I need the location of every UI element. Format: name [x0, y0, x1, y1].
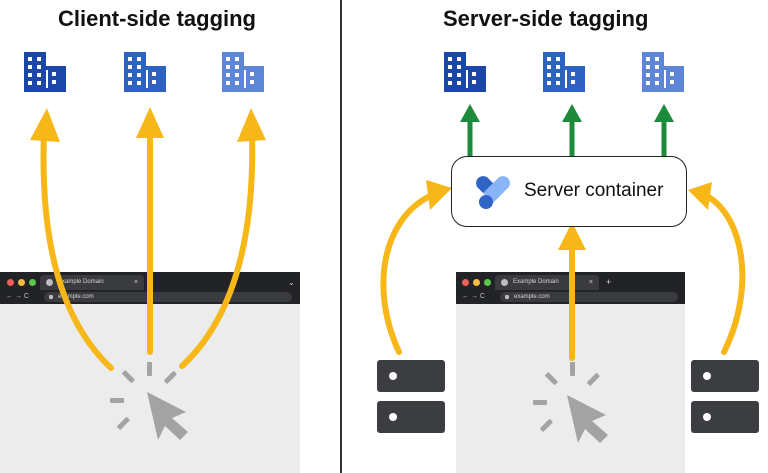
arrowhead-icon — [237, 108, 266, 142]
server-side-title: Server-side tagging — [443, 6, 649, 31]
arrowhead-icon — [136, 107, 164, 138]
cursor-click-icon — [533, 362, 608, 443]
tab-close-icon: × — [133, 279, 138, 286]
address-bar: example.com — [500, 292, 678, 302]
minimize-dot-icon — [473, 279, 480, 286]
arrowhead-icon — [562, 104, 582, 122]
server-container-label: Server container — [524, 180, 664, 201]
browser-tab: Example Domain × — [40, 275, 144, 290]
maximize-dot-icon — [484, 279, 491, 286]
arrowhead-icon — [558, 222, 586, 250]
nav-buttons: ← → C — [6, 293, 29, 300]
arrowhead-icon — [688, 182, 712, 210]
client-side-title: Client-side tagging — [58, 6, 256, 31]
tag-manager-logo-icon — [476, 176, 510, 209]
server-rack-icon — [377, 401, 445, 433]
building-icon — [222, 52, 264, 92]
url-text: example.com — [514, 294, 550, 300]
arrowhead-icon — [426, 180, 452, 210]
building-icon — [124, 52, 166, 92]
lock-icon — [49, 295, 53, 299]
arrowhead-icon — [30, 108, 60, 142]
building-icon — [642, 52, 684, 92]
tab-close-icon: × — [588, 279, 593, 286]
tab-label: Example Domain — [58, 279, 104, 285]
nav-buttons: ← → C — [462, 293, 485, 300]
globe-icon — [501, 279, 508, 286]
server-led — [389, 413, 397, 421]
arrowhead-icon — [654, 104, 674, 122]
maximize-dot-icon — [29, 279, 36, 286]
close-dot-icon — [7, 279, 14, 286]
cursor-click-icon — [110, 362, 188, 440]
server-led — [703, 372, 711, 380]
tab-label: Example Domain — [513, 279, 559, 285]
yellow-arrow — [704, 193, 746, 355]
arrowhead-icon — [460, 104, 480, 122]
address-bar: example.com — [44, 292, 292, 302]
building-icon — [24, 52, 66, 92]
building-icon — [444, 52, 486, 92]
server-rack-icon — [691, 360, 759, 392]
yellow-arrow — [40, 129, 114, 371]
server-led — [389, 372, 397, 380]
building-icon — [543, 52, 585, 92]
tab-menu-icon: ⌄ — [288, 278, 295, 287]
yellow-arrow — [380, 193, 433, 355]
panel-divider — [340, 0, 342, 473]
server-rack-icon — [377, 360, 445, 392]
url-text: example.com — [58, 294, 94, 300]
globe-icon — [46, 279, 53, 286]
yellow-arrow — [179, 129, 256, 369]
new-tab-icon: + — [606, 277, 612, 287]
close-dot-icon — [462, 279, 469, 286]
server-led — [703, 413, 711, 421]
server-rack-icon — [691, 401, 759, 433]
server-container-box: Server container — [451, 156, 687, 227]
lock-icon — [505, 295, 509, 299]
minimize-dot-icon — [18, 279, 25, 286]
